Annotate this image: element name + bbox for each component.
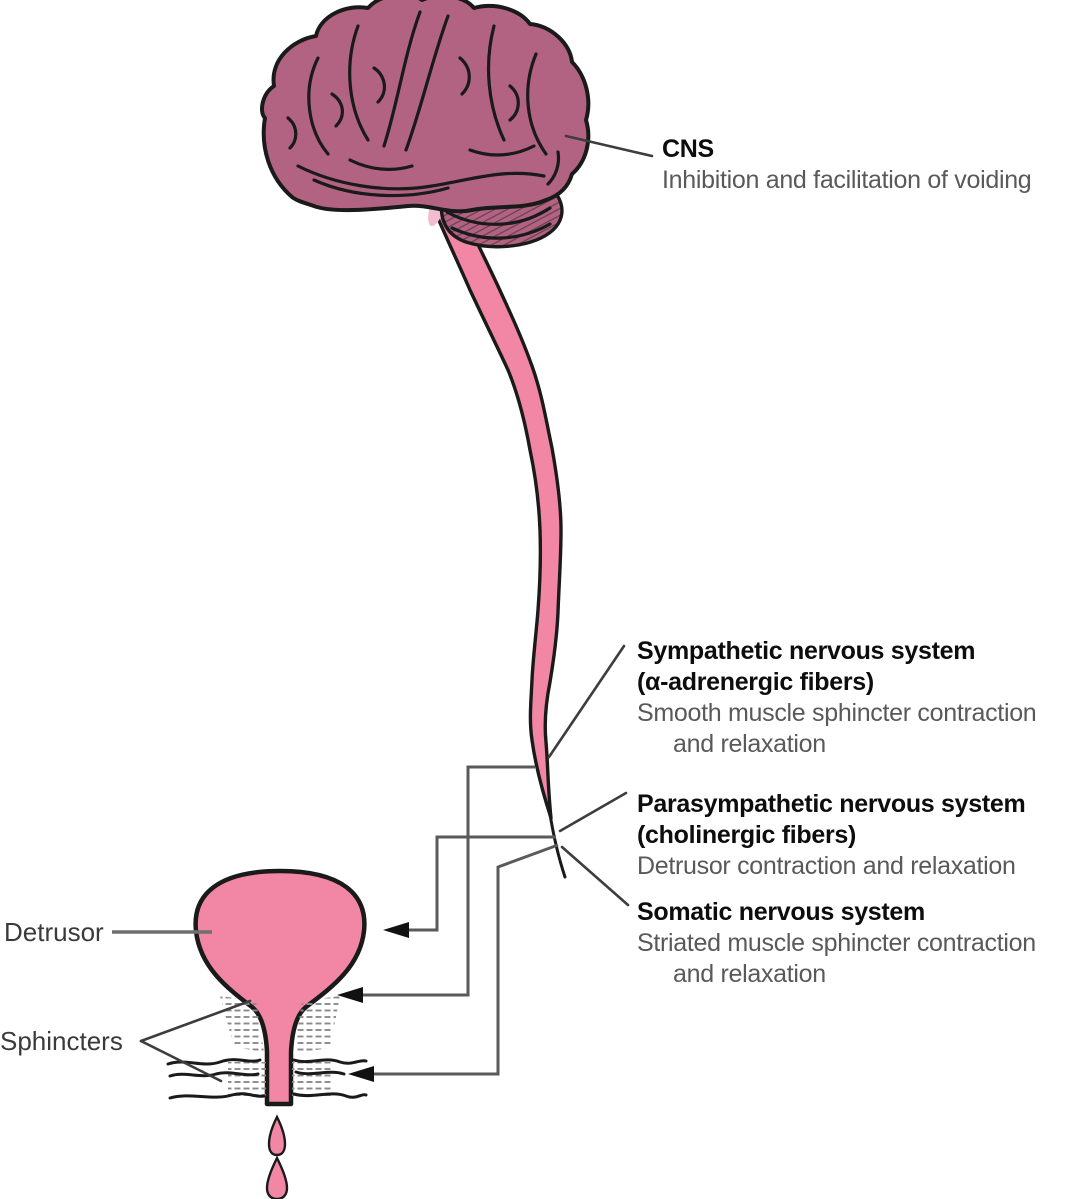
parasympathetic-description-line1: Detrusor contraction and relaxation [637, 852, 1016, 880]
cns-label: CNS Inhibition and facilitation of voidi… [662, 134, 1032, 196]
pointer-lines [112, 134, 654, 1083]
sympathetic-label: Sympathetic nervous system (α-adrenergic… [637, 636, 1037, 760]
bladder [166, 868, 368, 1199]
somatic-title: Somatic nervous system [637, 898, 925, 926]
connectors [337, 765, 559, 1082]
parasympathetic-label: Parasympathetic nervous system (choliner… [637, 789, 1026, 882]
pointer-line-parasympathetic [558, 791, 628, 833]
parasympathetic-title: Parasympathetic nervous system [637, 790, 1026, 818]
smooth-sphincter-hatching [220, 996, 340, 1053]
arrow-somatic-to-striated-sphincter [348, 843, 559, 1082]
cns-description: Inhibition and facilitation of voiding [662, 166, 1032, 194]
somatic-description-line1: Striated muscle sphincter contraction [637, 929, 1036, 957]
pointer-line-sympathetic [547, 644, 626, 759]
arrow-parasympathetic-to-detrusor [383, 835, 556, 938]
somatic-label: Somatic nervous system Striated muscle s… [637, 897, 1036, 990]
somatic-description-line2: and relaxation [673, 960, 826, 988]
brain [260, 0, 591, 214]
striated-sphincter-hatching [228, 1062, 332, 1098]
detrusor-label: Detrusor [4, 917, 104, 947]
sympathetic-description-line2: and relaxation [673, 730, 826, 758]
conus-tail [547, 806, 567, 879]
cns-title: CNS [662, 135, 714, 163]
sympathetic-title: Sympathetic nervous system [637, 637, 976, 665]
pointer-line-somatic [560, 845, 630, 907]
spinal-cord [421, 178, 567, 879]
urine-drops [265, 1114, 289, 1199]
arrow-sympathetic-to-smooth-sphincter [337, 765, 535, 1003]
pointer-lines-sphincters [139, 999, 252, 1083]
sympathetic-subtitle: (α-adrenergic fibers) [637, 668, 874, 696]
detrusor-shape [193, 868, 367, 1107]
parasympathetic-subtitle: (cholinergic fibers) [637, 821, 857, 849]
sympathetic-description-line1: Smooth muscle sphincter contraction [637, 699, 1037, 727]
sphincters-label: Sphincters [0, 1026, 123, 1056]
brain-gyri [286, 10, 561, 198]
pointer-line-cns [564, 134, 654, 158]
